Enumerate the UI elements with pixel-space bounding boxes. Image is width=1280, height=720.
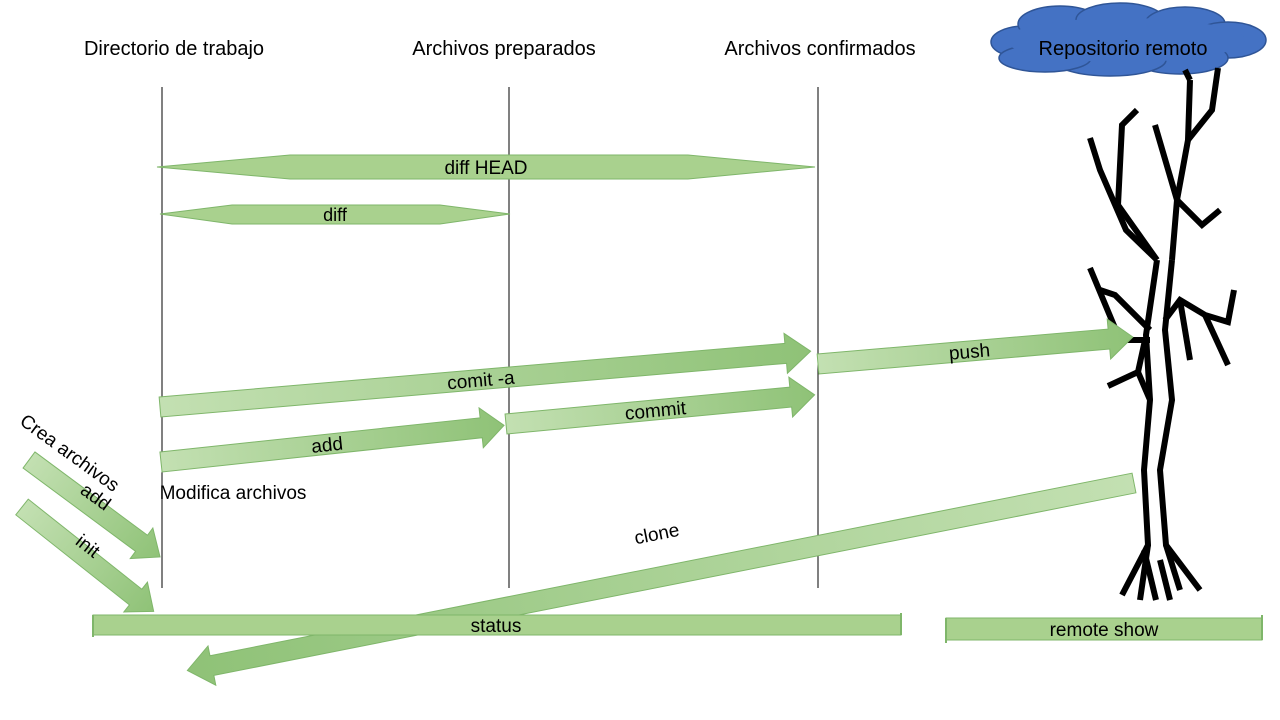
column-header-committed: Archivos confirmados — [724, 38, 915, 60]
modifica-archivos-label: Modifica archivos — [160, 483, 307, 504]
clone-arrow — [186, 472, 1137, 687]
add-diagonal-arrow — [22, 451, 161, 560]
column-header-staged: Archivos preparados — [412, 38, 595, 60]
remote-show-label: remote show — [1050, 620, 1159, 641]
add-label: add — [310, 434, 344, 458]
tree-icon — [1087, 67, 1237, 601]
commit-a-label: comit -a — [446, 368, 516, 395]
init-diagonal-arrow — [15, 498, 155, 613]
diff-head-label: diff HEAD — [444, 158, 527, 179]
push-label: push — [948, 340, 991, 364]
clone-label: clone — [633, 520, 682, 549]
column-header-remote: Repositorio remoto — [1039, 38, 1208, 60]
column-header-working-dir: Directorio de trabajo — [84, 38, 264, 60]
add-arrow: add — [159, 406, 505, 473]
cloud-icon — [990, 2, 1267, 77]
diff-arrow — [159, 204, 511, 225]
status-bar — [92, 613, 902, 637]
push-arrow: push — [816, 318, 1134, 375]
commit-a-arrow: comit -a — [158, 332, 812, 418]
diff-head-arrow — [156, 154, 816, 180]
status-label: status — [471, 616, 522, 637]
commit-arrow: commit — [504, 376, 816, 435]
diff-label: diff — [323, 205, 348, 225]
remote-show-bar — [945, 615, 1263, 643]
commit-label: commit — [624, 398, 688, 425]
